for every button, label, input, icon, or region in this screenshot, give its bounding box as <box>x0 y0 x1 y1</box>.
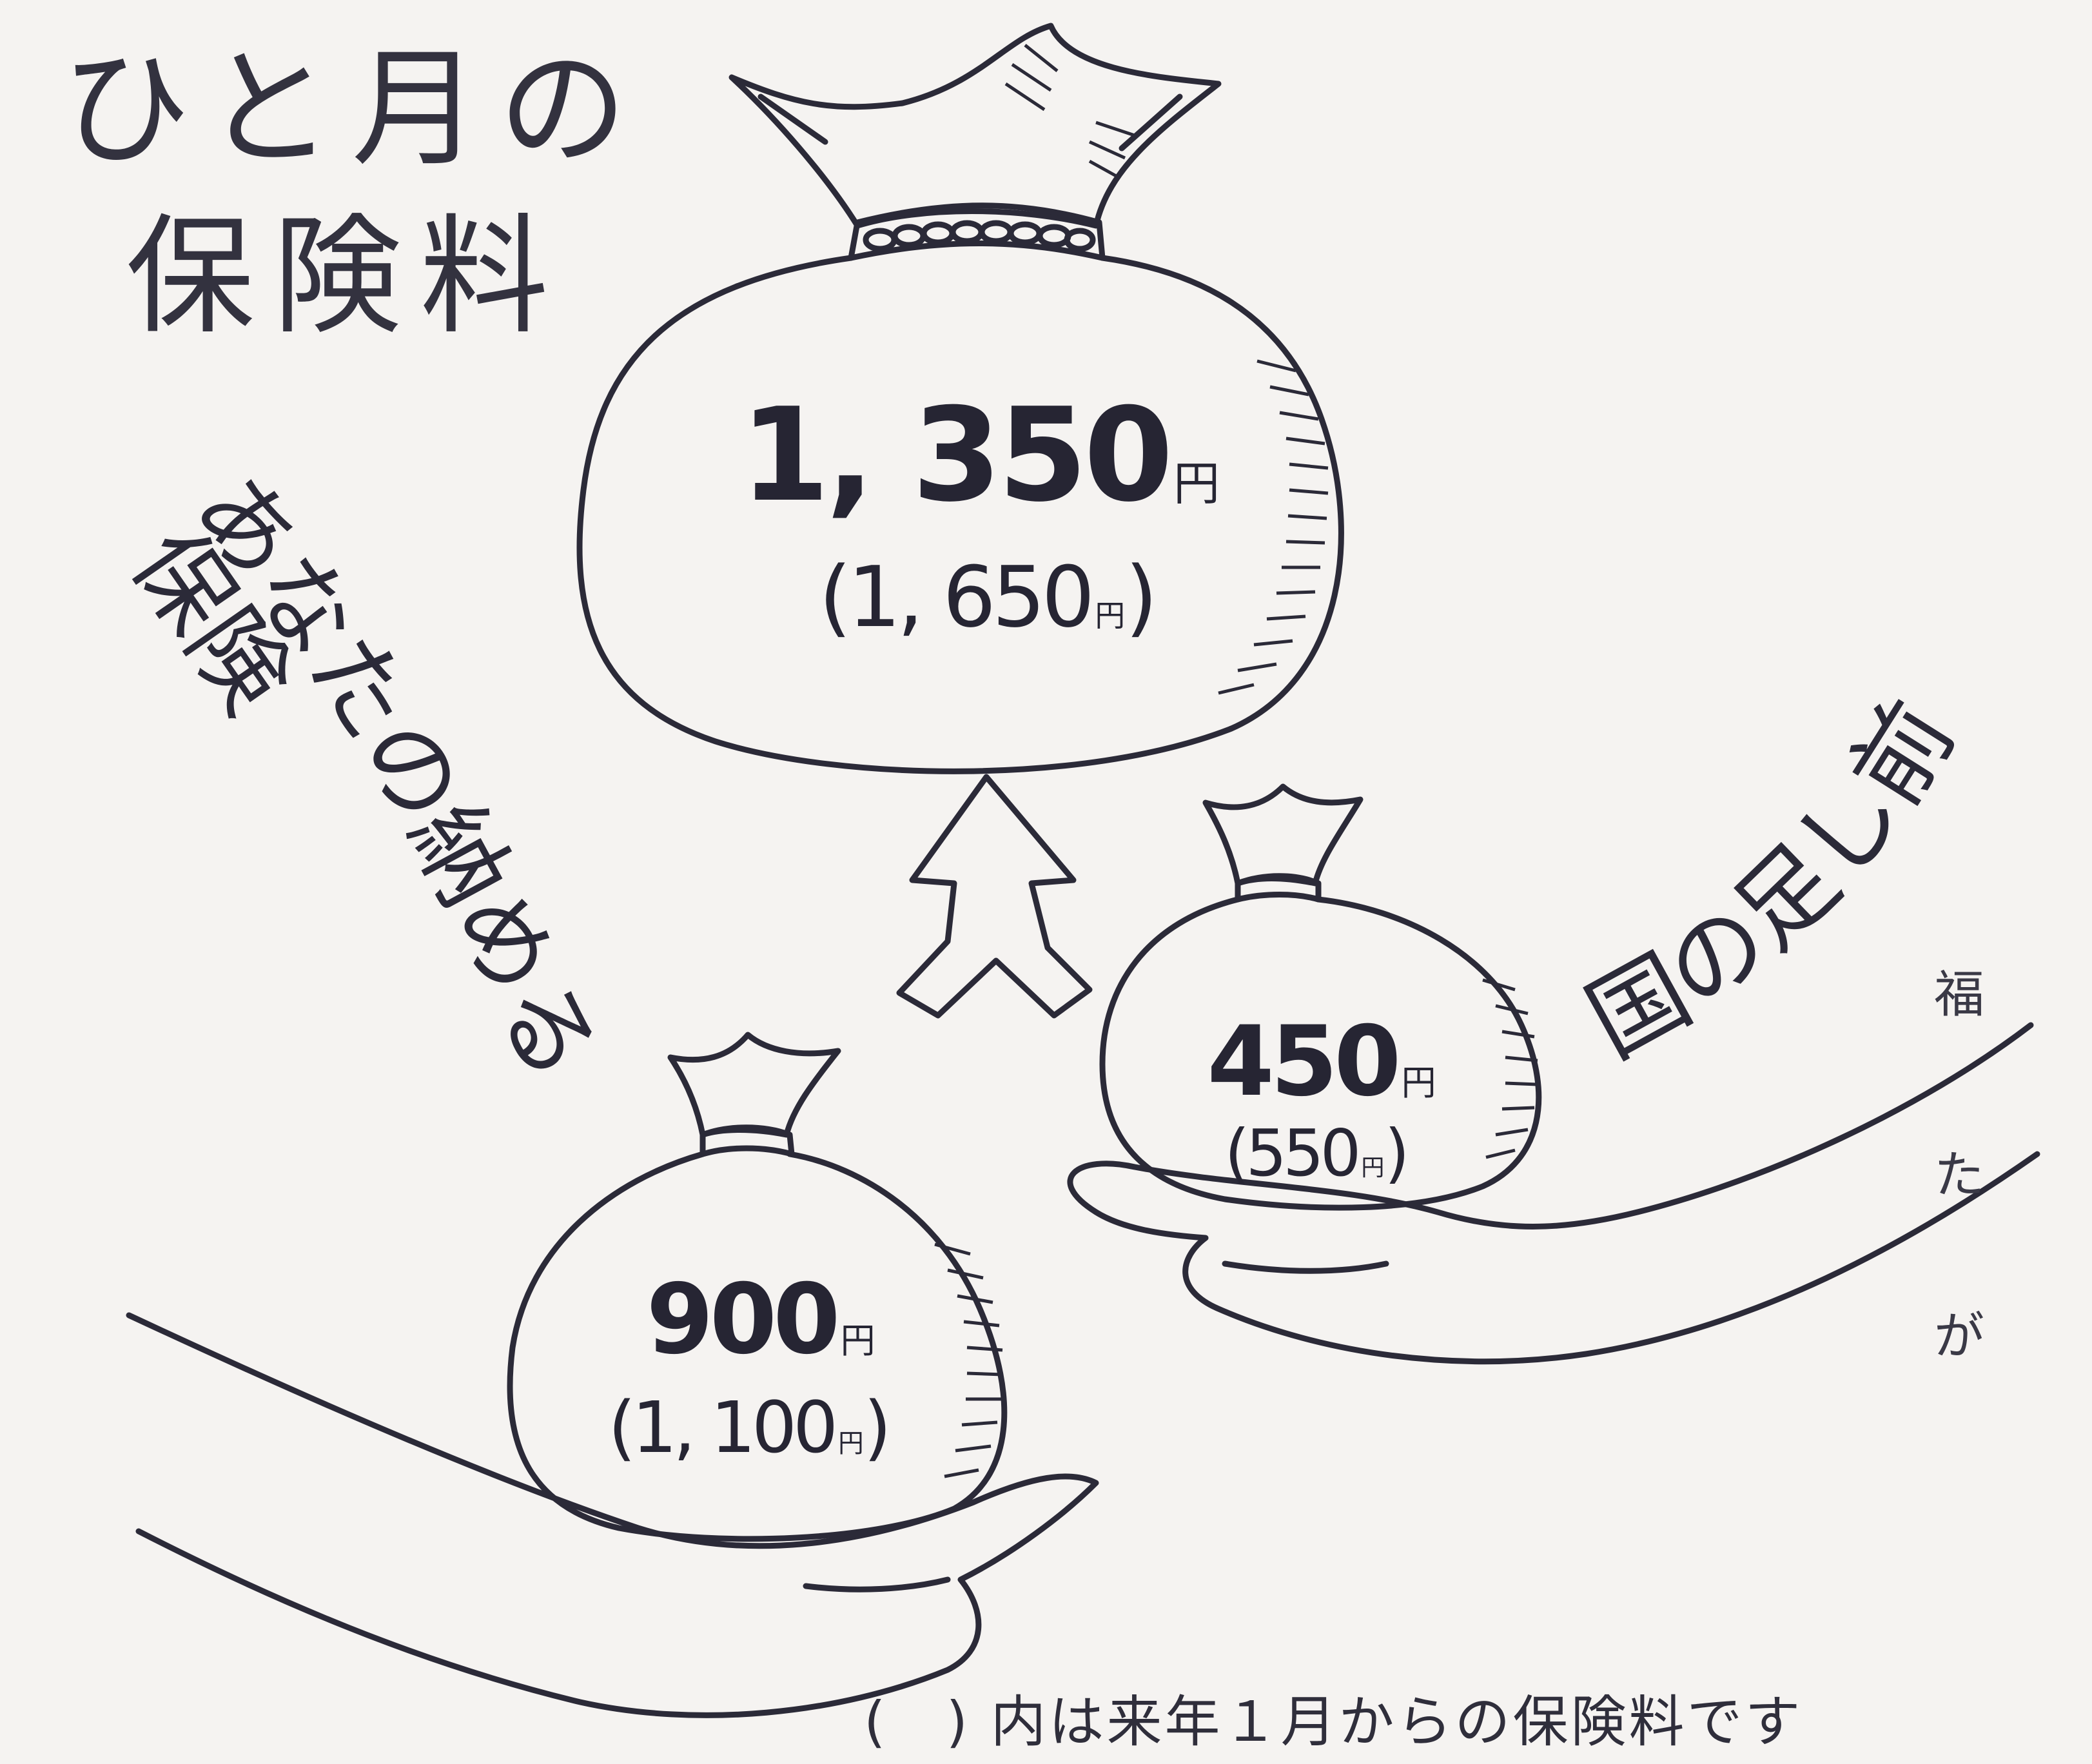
up-arrow-icon <box>896 774 1093 1019</box>
your-premium-label: あなたの納める <box>173 454 618 1098</box>
total-money-bag <box>576 23 1344 774</box>
footnote: ( ) 内は来年１月からの保険料です <box>864 1690 1803 1754</box>
your-money-bag <box>507 1032 1008 1542</box>
total-amount: 1, 350円 <box>739 380 1220 531</box>
state-contribution-label: 国の足し前 <box>1570 682 1977 1079</box>
title-line-2: 保険料 <box>126 202 567 352</box>
right-hand <box>1067 1022 2040 1365</box>
side-text-char-3: が <box>1934 1308 1985 1366</box>
state-money-bag <box>1099 783 1542 1211</box>
left-hand <box>126 1312 1099 1718</box>
side-text-char-2: た <box>1934 1146 1985 1204</box>
title-line-1: ひと月の <box>61 34 646 184</box>
side-text-char-1: 福 <box>1934 966 1985 1024</box>
